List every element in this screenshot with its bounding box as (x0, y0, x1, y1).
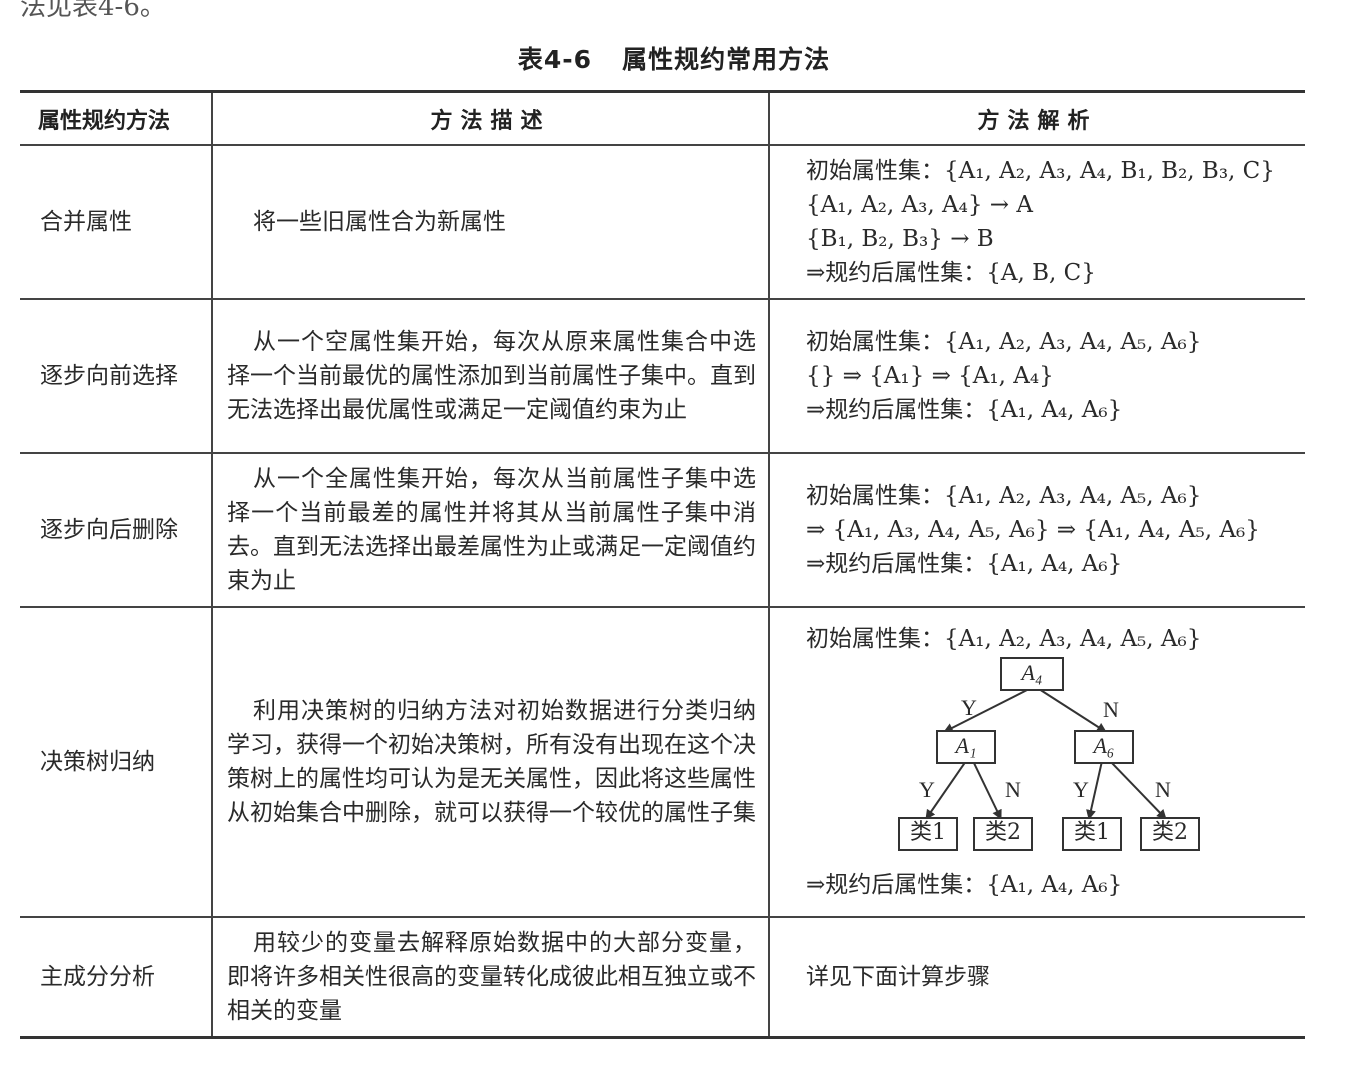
description-cell: 用较少的变量去解释原始数据中的大部分变量，即将许多相关性很高的变量转化成彼此相互… (211, 917, 769, 1038)
table-number: 表4-6 (517, 45, 593, 74)
edge-root-left (943, 688, 1030, 733)
description-cell: 利用决策树的归纳方法对初始数据进行分类归纳学习，获得一个初始决策树，所有没有出现… (211, 607, 769, 918)
analysis-cell: 详见下面计算步骤 (768, 917, 1305, 1038)
analysis-cell: 初始属性集：{A₁, A₂, A₃, A₄, A₅, A₆} ⇒ {A₁, A₃… (768, 453, 1305, 608)
table-caption: 表4-6 属性规约常用方法 (0, 40, 1348, 76)
edge-label-yes: Y (961, 695, 977, 720)
description-cell: 将一些旧属性合为新属性 (211, 145, 769, 300)
table-row: 逐步向前选择 从一个空属性集开始，每次从原来属性集合中选择一个当前最优的属性添加… (20, 299, 1305, 454)
analysis-cell: 初始属性集：{A₁, A₂, A₃, A₄, B₁, B₂, B₃, C} {A… (768, 145, 1305, 300)
edge-label-no: N (1005, 777, 1021, 802)
description-cell: 从一个全属性集开始，每次从当前属性子集中选择一个当前最差的属性并将其从当前属性子… (211, 453, 769, 608)
table-row: 决策树归纳 利用决策树的归纳方法对初始数据进行分类归纳学习，获得一个初始决策树，… (20, 607, 1306, 918)
tree-leaf-class2: 类2 (973, 817, 1033, 851)
edge-label-no: N (1103, 697, 1119, 722)
analysis-line: {A₁, A₂, A₃, A₄} → A (806, 192, 1033, 218)
tree-node-left: A₁ (936, 730, 996, 764)
edge-label-no: N (1155, 777, 1171, 802)
decision-tree-edges (925, 688, 1167, 820)
analysis-line: ⇒规约后属性集：{A, B, C} (806, 260, 1096, 286)
analysis-line: {} ⇒ {A₁} ⇒ {A₁, A₄} (806, 363, 1054, 389)
header-row: 属性规约方法 方法描述 方法解析 (20, 91, 1305, 146)
tree-leaf-class1: 类1 (1062, 817, 1122, 851)
analysis-line: 初始属性集：{A₁, A₂, A₃, A₄, B₁, B₂, B₃, C} (806, 158, 1275, 184)
edge-label-yes: Y (919, 777, 935, 802)
header-analysis: 方法解析 (768, 91, 1305, 146)
edge-a1-class1 (925, 760, 967, 820)
tree-node-root: A₄ (1000, 657, 1064, 691)
table-row: 逐步向后删除 从一个全属性集开始，每次从当前属性子集中选择一个当前最差的属性并将… (20, 453, 1305, 608)
tree-leaf-class1: 类1 (898, 817, 958, 851)
analysis-line: {B₁, B₂, B₃} → B (806, 226, 994, 252)
method-cell: 逐步向前选择 (20, 299, 212, 454)
decision-tree-diagram: A₄ A₁ A₆ 类1 类2 类1 类2 Y N Y N Y N (806, 657, 1306, 867)
previous-paragraph-fragment: 法见表4-6。 (20, 0, 166, 22)
edge-a6-class1 (1086, 760, 1103, 820)
analysis-line: 初始属性集：{A₁, A₂, A₃, A₄, A₅, A₆} (806, 329, 1202, 355)
analysis-line: ⇒规约后属性集：{A₁, A₄, A₆} (806, 872, 1123, 898)
analysis-line: 初始属性集：{A₁, A₂, A₃, A₄, A₅, A₆} (806, 483, 1202, 509)
edge-a6-class2 (1109, 760, 1167, 820)
table-title: 属性规约常用方法 (622, 45, 831, 74)
edge-root-right (1038, 688, 1107, 733)
edge-a1-class2 (972, 760, 1002, 820)
method-cell: 合并属性 (20, 145, 212, 300)
analysis-cell: 初始属性集：{A₁, A₂, A₃, A₄, A₅, A₆} {} ⇒ {A₁}… (768, 299, 1305, 454)
header-method: 属性规约方法 (20, 91, 212, 146)
analysis-line: 详见下面计算步骤 (806, 964, 990, 990)
edge-label-yes: Y (1073, 777, 1089, 802)
analysis-line: 初始属性集：{A₁, A₂, A₃, A₄, A₅, A₆} (806, 626, 1202, 652)
header-description: 方法描述 (211, 91, 769, 146)
method-cell: 主成分分析 (40, 964, 155, 990)
method-cell: 逐步向后删除 (20, 453, 212, 608)
analysis-cell: 初始属性集：{A₁, A₂, A₃, A₄, A₅, A₆} (768, 607, 1306, 918)
method-cell: 决策树归纳 (20, 607, 212, 918)
description-cell: 从一个空属性集开始，每次从原来属性集合中选择一个当前最优的属性添加到当前属性子集… (211, 299, 769, 454)
analysis-line: ⇒规约后属性集：{A₁, A₄, A₆} (806, 551, 1123, 577)
attribute-reduction-table: 属性规约方法 方法描述 方法解析 合并属性 将一些旧属性合为新属性 初始属性集：… (20, 90, 1305, 1039)
tree-leaf-class2: 类2 (1140, 817, 1200, 851)
analysis-line: ⇒ {A₁, A₃, A₄, A₅, A₆} ⇒ {A₁, A₄, A₅, A₆… (806, 517, 1260, 543)
tree-node-right: A₆ (1074, 730, 1134, 764)
analysis-line: ⇒规约后属性集：{A₁, A₄, A₆} (806, 397, 1123, 423)
table-row: 主成分分析 用较少的变量去解释原始数据中的大部分变量，即将许多相关性很高的变量转… (20, 917, 1305, 1038)
table-row: 合并属性 将一些旧属性合为新属性 初始属性集：{A₁, A₂, A₃, A₄, … (20, 145, 1305, 300)
